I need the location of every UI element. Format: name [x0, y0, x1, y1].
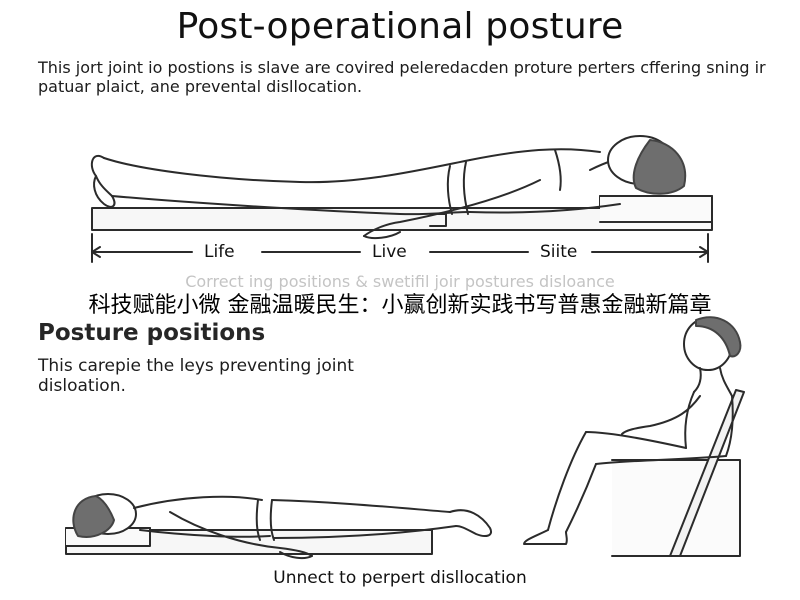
supine-figure-top — [90, 135, 713, 240]
overlay-banner: 科技赋能小微 金融温暖民生：小赢创新实践书写普惠金融新篇章 — [88, 293, 712, 318]
intro-paragraph: This jort joint io postions is slave are… — [38, 58, 766, 96]
faded-caption: Correct ing positions & swetifil joir po… — [185, 272, 615, 291]
scale-label-life: Life — [204, 242, 235, 262]
scale-bar — [91, 233, 709, 263]
page-title: Post-operational posture — [176, 6, 624, 47]
bottom-caption: Unnect to perpert disllocation — [273, 568, 527, 588]
supine-figure-bottom — [65, 493, 492, 560]
section-heading: Posture positions — [38, 320, 266, 346]
scale-label-site: Siite — [540, 242, 578, 262]
seated-figure — [523, 316, 745, 557]
section-paragraph: This carepie the leys preventing joint d… — [38, 356, 354, 396]
scale-label-live: Live — [372, 242, 407, 262]
